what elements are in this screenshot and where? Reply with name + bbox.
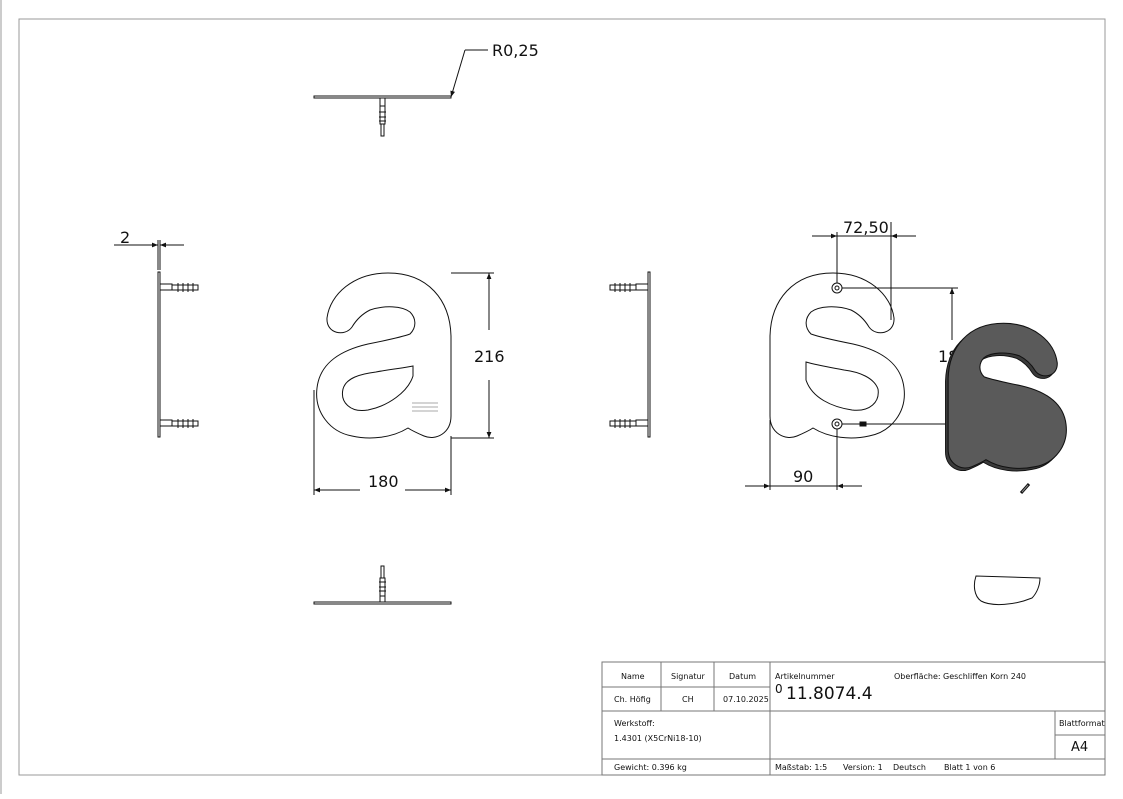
rear-spacing-x-label: 72,50 xyxy=(843,218,889,237)
rear-offset-label: 90 xyxy=(793,467,813,486)
front-width-label: 180 xyxy=(368,472,399,491)
rear-stud-top xyxy=(831,282,843,294)
tb-scale: Maßstab: 1:5 xyxy=(775,763,827,772)
tb-article-label: Artikelnummer xyxy=(775,672,835,681)
front-letter-outline xyxy=(316,272,452,439)
rear-view xyxy=(745,222,958,490)
tb-article-number: 11.8074.4 xyxy=(786,684,873,704)
tb-sheet: Blatt 1 von 6 xyxy=(944,763,995,772)
tb-format-value: A4 xyxy=(1071,740,1088,755)
tb-language: Deutsch xyxy=(893,763,926,772)
tb-material-label: Werkstoff: xyxy=(614,719,655,728)
tb-name-header: Name xyxy=(621,672,645,681)
right-side-view xyxy=(609,271,651,438)
top-view-plate xyxy=(313,95,452,99)
rear-letter-outline xyxy=(769,272,905,439)
tb-signature-value: CH xyxy=(682,695,694,704)
thickness-label: 2 xyxy=(120,228,130,247)
front-view xyxy=(313,272,494,495)
left-side-plate xyxy=(157,271,161,438)
front-height-label: 216 xyxy=(474,347,505,366)
bottom-view xyxy=(313,565,452,605)
isometric-preview xyxy=(945,322,1067,606)
tb-material-value: 1.4301 (X5CrNi18-10) xyxy=(614,734,702,743)
radius-leader xyxy=(450,49,466,98)
tb-name-value: Ch. Höfig xyxy=(614,695,651,704)
tb-date-value: 07.10.2025 xyxy=(723,695,769,704)
tb-surface-label: Oberfläche: xyxy=(894,672,941,681)
radius-label: R0,25 xyxy=(492,41,539,60)
top-view xyxy=(313,49,488,137)
tb-weight: Gewicht: 0.396 kg xyxy=(614,763,687,772)
bottom-view-plate xyxy=(313,601,452,605)
left-side-view xyxy=(114,240,199,438)
tb-date-header: Datum xyxy=(729,672,756,681)
title-block xyxy=(601,661,1106,776)
rear-letter-counter xyxy=(805,361,879,411)
iso-counter xyxy=(973,575,1041,606)
tb-version: Version: 1 xyxy=(843,763,883,772)
sheet-frame xyxy=(18,18,1106,776)
tb-article-prefix: 0 xyxy=(775,682,783,696)
right-side-plate xyxy=(647,271,651,438)
tb-surface-value: Geschliffen Korn 240 xyxy=(943,672,1026,681)
front-letter-counter xyxy=(341,365,414,411)
rear-stud-bottom xyxy=(831,418,843,430)
tb-format-label: Blattformat xyxy=(1059,719,1105,728)
tb-signature-header: Signatur xyxy=(671,672,706,681)
